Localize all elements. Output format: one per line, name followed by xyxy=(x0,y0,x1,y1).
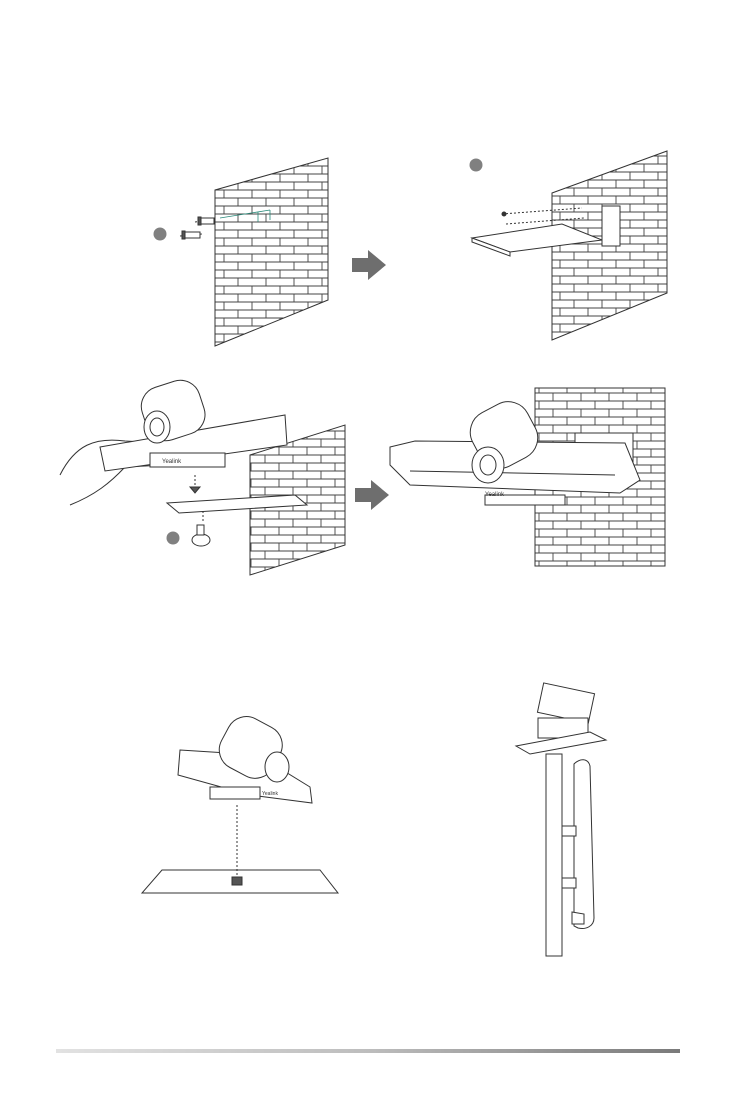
figure-table-mount: Yealink xyxy=(140,715,345,900)
screw-icon xyxy=(192,525,210,546)
table-surface xyxy=(142,870,338,893)
right-arrow-icon xyxy=(352,250,388,280)
step-3-dot xyxy=(167,532,180,545)
footer-rule xyxy=(56,1049,680,1053)
tv-panel xyxy=(546,754,594,956)
figure-camera-mounted: Yealink xyxy=(385,385,675,570)
step-2-dot xyxy=(470,159,483,172)
figure-tv-mount xyxy=(510,680,620,960)
brand-label: Yealink xyxy=(485,492,505,498)
camera-icon xyxy=(178,715,312,803)
brand-label: Yealink xyxy=(162,459,182,465)
step-1-dot xyxy=(154,228,167,241)
camera-icon xyxy=(516,683,606,754)
brick-wall-icon xyxy=(215,158,328,346)
figure-wall-screws xyxy=(140,150,340,355)
figure-bracket-on-wall xyxy=(462,148,672,348)
figure-camera-attach: Yealink xyxy=(55,375,350,580)
brand-label: Yealink xyxy=(262,791,278,797)
